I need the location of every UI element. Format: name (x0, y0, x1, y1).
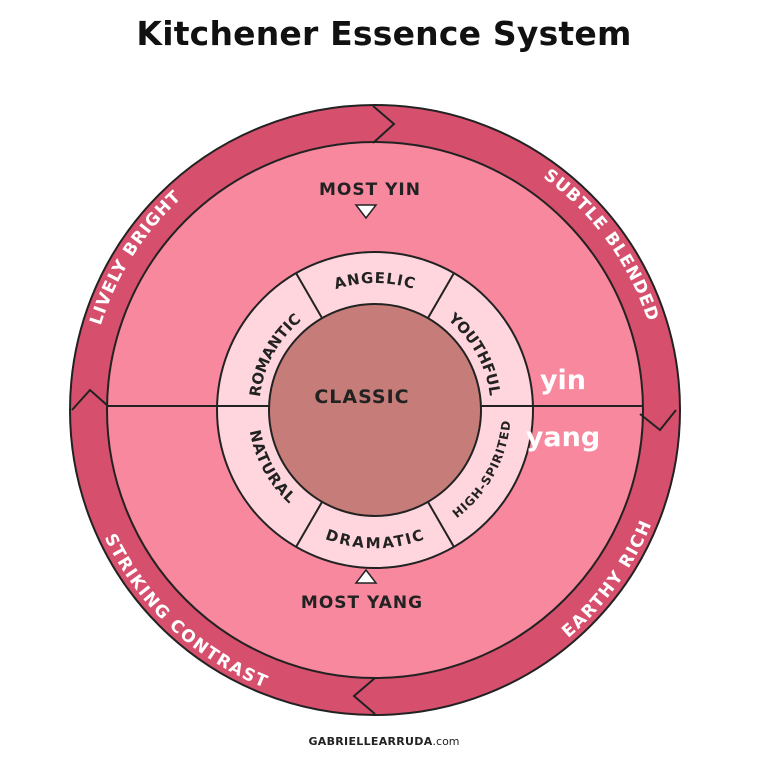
page-title: Kitchener Essence System (136, 14, 632, 53)
center-disc (268, 303, 482, 517)
center-label: CLASSIC (314, 386, 409, 408)
ring-arrow-right (639, 409, 677, 432)
ring-arrow-top (372, 105, 396, 144)
most-yang-marker (354, 568, 378, 584)
yin-label: yin (540, 365, 586, 396)
most-yin-marker (354, 204, 378, 220)
footer-brand: GABRIELLEARRUDA (308, 735, 433, 748)
ring-arrow-bottom (352, 677, 376, 715)
most-yang-label: MOST YANG (301, 593, 423, 613)
segment-dividers (217, 272, 533, 548)
ring-arrow-left (71, 388, 109, 411)
yang-label: yang (526, 422, 600, 453)
footer-suffix: .com (432, 735, 460, 748)
most-yin-label: MOST YIN (319, 180, 421, 200)
footer-credit: GABRIELLEARRUDA.com (0, 735, 768, 748)
